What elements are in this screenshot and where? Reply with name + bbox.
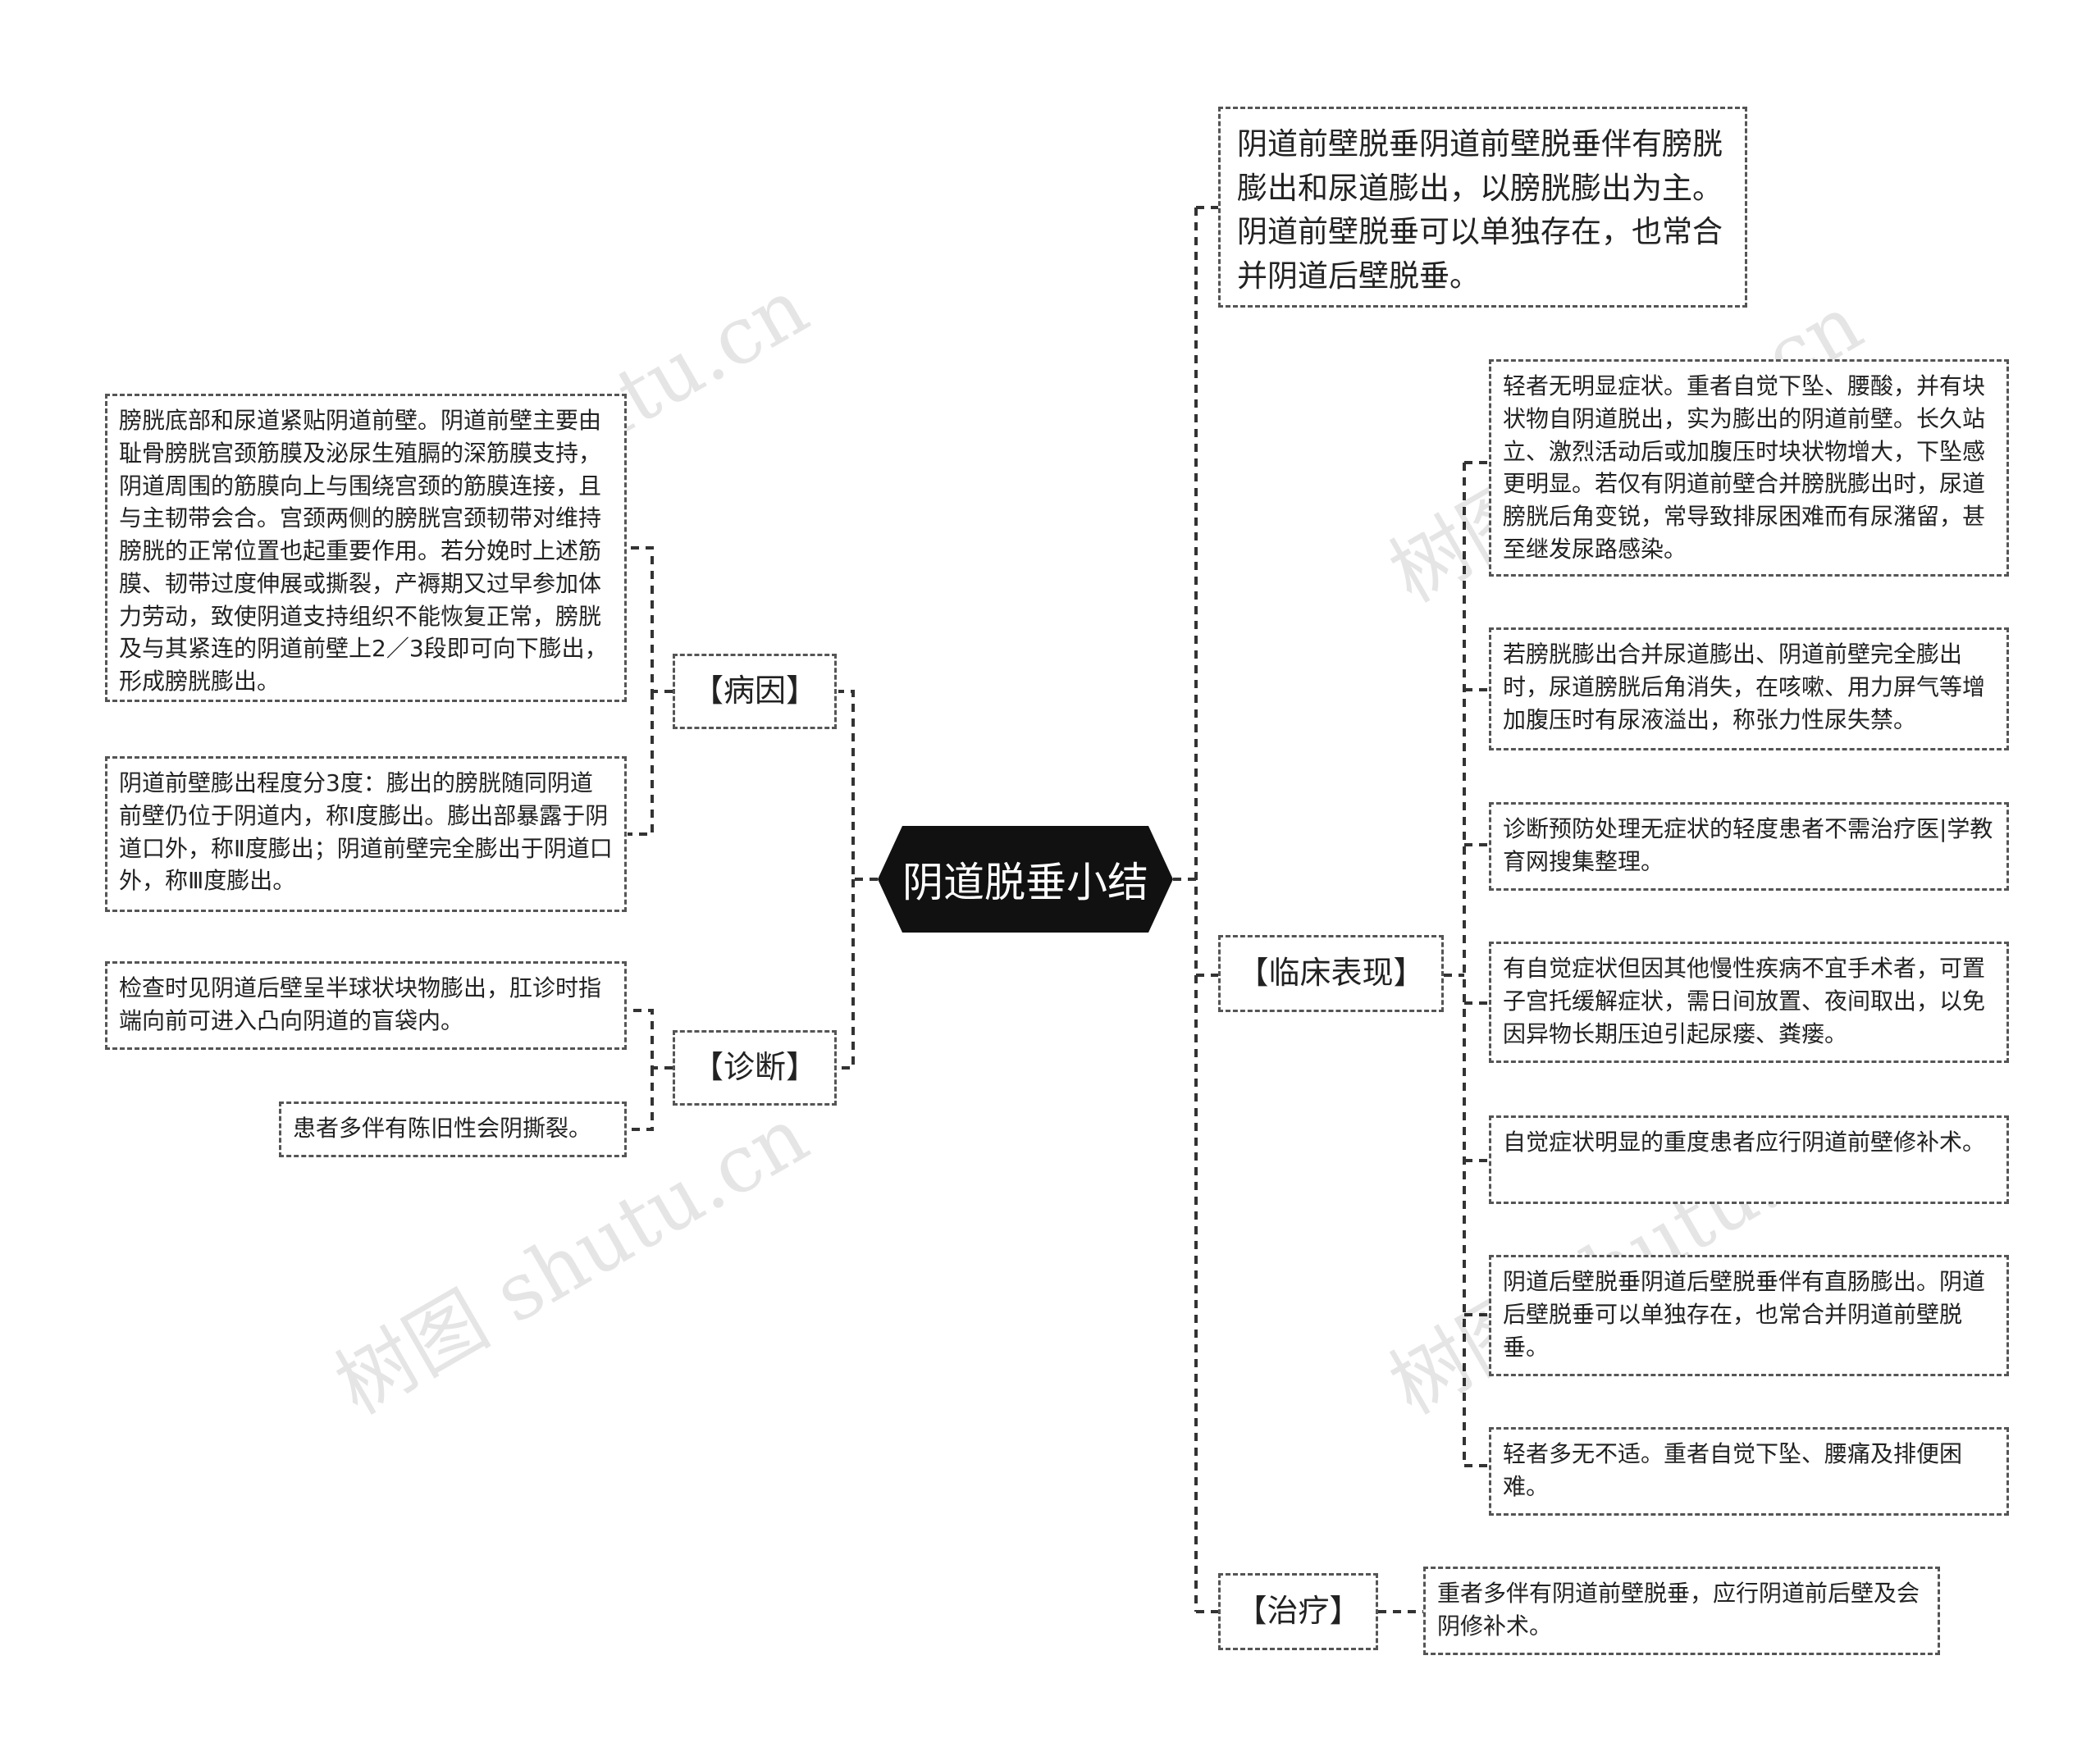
clinical-leaf-7[interactable]: 轻者多无不适。重者自觉下坠、腰痛及排便困难。 bbox=[1489, 1427, 2009, 1516]
branch-diagnosis-label: 【诊断】 bbox=[692, 1049, 817, 1086]
clinical-leaf-3[interactable]: 诊断预防处理无症状的轻度患者不需治疗医|学教育网搜集整理。 bbox=[1489, 802, 2009, 891]
clinical-leaf-2[interactable]: 若膀胱膨出合并尿道膨出、阴道前壁完全膨出时，尿道膀胱后角消失，在咳嗽、用力屏气等… bbox=[1489, 627, 2009, 750]
clinical-leaf-6[interactable]: 阴道后壁脱垂阴道后壁脱垂伴有直肠膨出。阴道后壁脱垂可以单独存在，也常合并阴道前壁… bbox=[1489, 1255, 2009, 1376]
intro-node[interactable]: 阴道前壁脱垂阴道前壁脱垂伴有膀胱膨出和尿道膨出，以膀胱膨出为主。阴道前壁脱垂可以… bbox=[1218, 107, 1747, 308]
branch-diagnosis[interactable]: 【诊断】 bbox=[673, 1030, 837, 1106]
branch-cause[interactable]: 【病因】 bbox=[673, 654, 837, 729]
diagnosis-leaf-2[interactable]: 患者多伴有陈旧性会阴撕裂。 bbox=[279, 1101, 627, 1157]
branch-clinical[interactable]: 【临床表现】 bbox=[1218, 935, 1444, 1012]
clinical-leaf-1[interactable]: 轻者无明显症状。重者自觉下坠、腰酸，并有块状物自阴道脱出，实为膨出的阴道前壁。长… bbox=[1489, 359, 2009, 577]
root-title: 阴道脱垂小结 bbox=[902, 859, 1148, 906]
cause-leaf-1[interactable]: 膀胱底部和尿道紧贴阴道前壁。阴道前壁主要由耻骨膀胱宫颈筋膜及泌尿生殖膈的深筋膜支… bbox=[105, 394, 627, 702]
branch-treatment[interactable]: 【治疗】 bbox=[1218, 1573, 1378, 1650]
root-node[interactable]: 阴道脱垂小结 bbox=[878, 826, 1173, 933]
branch-cause-label: 【病因】 bbox=[692, 673, 817, 709]
clinical-leaf-5[interactable]: 自觉症状明显的重度患者应行阴道前壁修补术。 bbox=[1489, 1115, 2009, 1204]
clinical-leaf-4[interactable]: 有自觉症状但因其他慢性疾病不宜手术者，可置子宫托缓解症状，需日间放置、夜间取出，… bbox=[1489, 942, 2009, 1063]
diagnosis-leaf-1[interactable]: 检查时见阴道后壁呈半球状块物膨出，肛诊时指端向前可进入凸向阴道的盲袋内。 bbox=[105, 961, 627, 1050]
cause-leaf-2[interactable]: 阴道前壁膨出程度分3度：膨出的膀胱随同阴道前壁仍位于阴道内，称Ⅰ度膨出。膨出部暴… bbox=[105, 756, 627, 912]
branch-treatment-label: 【治疗】 bbox=[1235, 1593, 1361, 1630]
treatment-leaf-1[interactable]: 重者多伴有阴道前壁脱垂，应行阴道前后壁及会阴修补术。 bbox=[1423, 1567, 1940, 1655]
branch-clinical-label: 【临床表现】 bbox=[1237, 955, 1425, 992]
